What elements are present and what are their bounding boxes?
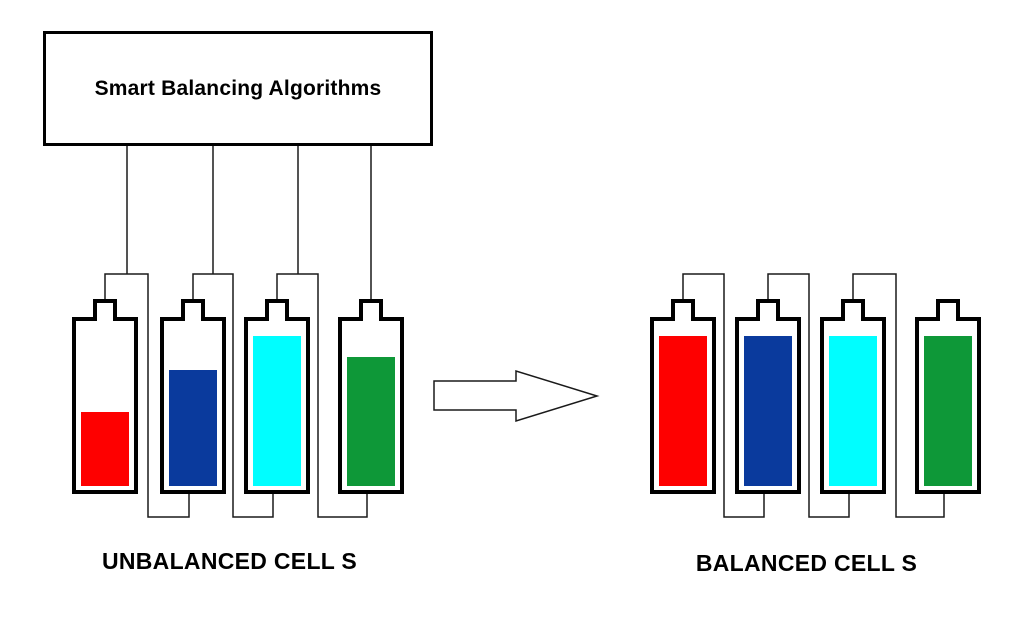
balanced-cell-3-fill-cyan [829, 336, 877, 486]
balanced-series-link-2 [767, 273, 850, 518]
generated-layer [72, 146, 981, 518]
unbalanced-series-link-3 [276, 273, 368, 518]
balanced-series-link-1 [682, 273, 765, 518]
balanced-cell-4-fill-green [924, 336, 972, 486]
unbalanced-series-link-1 [104, 273, 190, 518]
balanced-group-label: BALANCED CELL S [695, 550, 918, 576]
balanced-group [650, 273, 981, 518]
unbalanced-group-label: UNBALANCED CELL S [101, 548, 358, 574]
unbalanced-cell-2-fill-dark-blue [169, 370, 217, 486]
unbalanced-series-link-2 [192, 273, 274, 518]
right-block-arrow-icon [433, 369, 600, 423]
unbalanced-cell-3-fill-cyan [253, 336, 301, 486]
balanced-series-link-3 [852, 273, 945, 518]
controller-label: Smart Balancing Algorithms [94, 76, 382, 100]
controller-box: Smart Balancing Algorithms [43, 31, 433, 146]
unbalanced-cell-1-fill-red [81, 412, 129, 486]
unbalanced-cell-4-fill-green [347, 357, 395, 486]
balanced-cell-1-fill-red [659, 336, 707, 486]
balanced-cell-2-fill-dark-blue [744, 336, 792, 486]
unbalanced-group [72, 146, 404, 518]
